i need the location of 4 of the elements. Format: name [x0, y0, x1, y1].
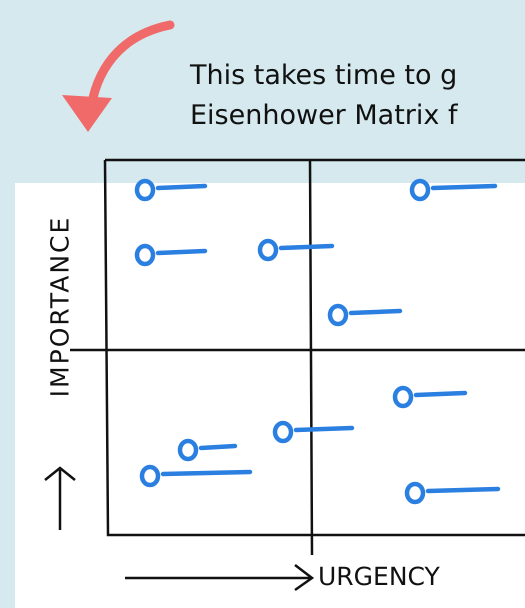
axis-label: IMPORTANCE [46, 214, 74, 400]
heading-text: This takes time to g [190, 60, 458, 91]
heading-text: Eisenhower Matrix f [190, 100, 458, 131]
axis-label: URGENCY [318, 562, 440, 591]
